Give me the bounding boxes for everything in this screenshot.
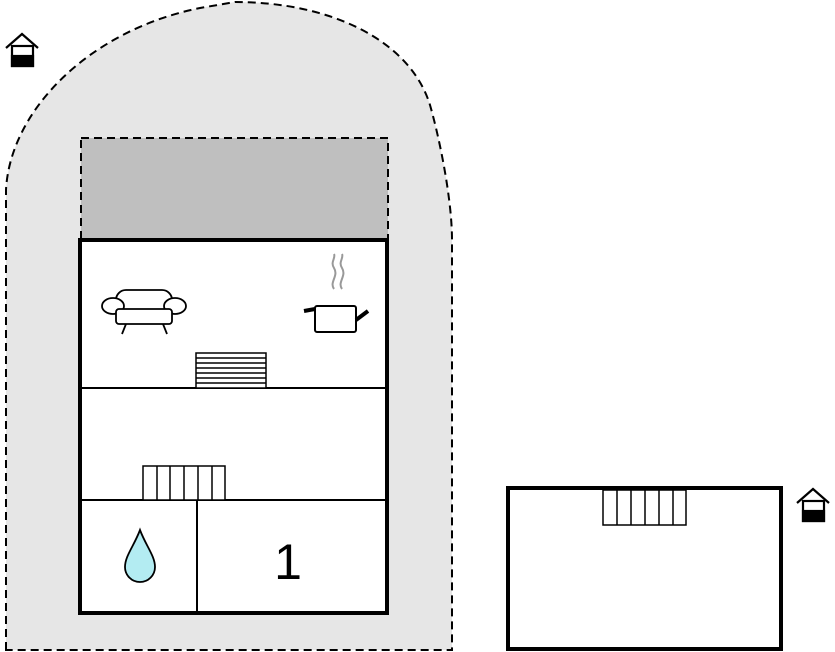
cooking-pot-icon [303, 253, 370, 333]
house-icon [5, 32, 39, 68]
house-icon [796, 487, 830, 523]
water-drop-icon [124, 527, 156, 583]
bedroom-number: 1 [274, 534, 302, 590]
staircase-icon [602, 489, 687, 526]
staircase-icon [195, 352, 267, 389]
staircase-icon [142, 465, 226, 501]
terrace [80, 137, 389, 240]
sofa-icon [101, 289, 187, 335]
